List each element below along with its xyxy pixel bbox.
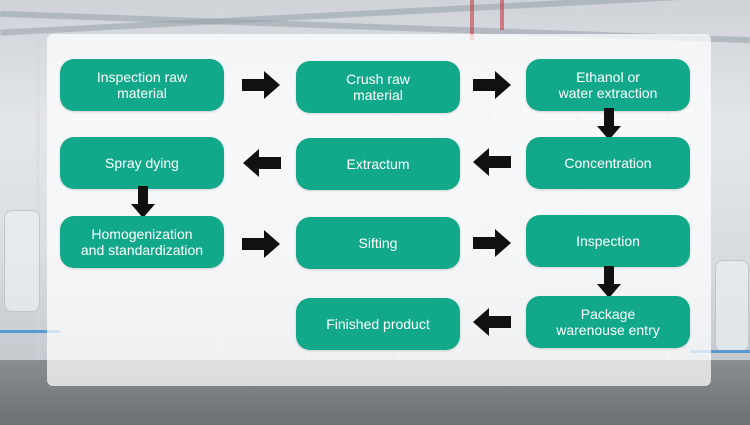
node-ethanol-water-extraction: Ethanol or water extraction [526,59,690,111]
node-concentration: Concentration [526,137,690,189]
tank [715,260,749,352]
arrow-down-icon [131,186,155,218]
arrow-down-icon [597,108,621,140]
blue-rail [690,350,750,353]
node-finished-product: Finished product [296,298,460,350]
node-spray-dying: Spray dying [60,137,224,189]
node-crush-raw-material: Crush raw material [296,61,460,113]
node-label: Finished product [326,316,430,332]
node-label: Homogenization and standardization [80,226,204,258]
blue-rail [0,330,60,333]
node-sifting: Sifting [296,217,460,269]
node-label: Crush raw material [346,71,410,103]
node-homogenization-standardization: Homogenization and standardization [60,216,224,268]
arrow-left-icon [473,308,511,336]
arrow-down-icon [597,266,621,298]
node-label: Spray dying [105,155,179,171]
arrow-left-icon [243,149,281,177]
node-label: Ethanol or water extraction [558,69,658,101]
arrow-right-icon [473,71,511,99]
arrow-right-icon [473,229,511,257]
red-pipe [500,0,504,30]
node-inspection: Inspection [526,215,690,267]
node-label: Package warenouse entry [556,306,660,338]
arrow-right-icon [242,71,280,99]
red-pipe [470,0,474,40]
node-package-warehouse-entry: Package warenouse entry [526,296,690,348]
node-label: Extractum [346,156,410,172]
node-label: Inspection [576,233,640,249]
node-extractum: Extractum [296,138,460,190]
arrow-left-icon [473,148,511,176]
node-inspection-raw-material: Inspection raw material [60,59,224,111]
node-label: Concentration [564,155,652,171]
arrow-right-icon [242,230,280,258]
tank [4,210,40,312]
node-label: Inspection raw material [96,69,188,101]
node-label: Sifting [358,235,398,251]
